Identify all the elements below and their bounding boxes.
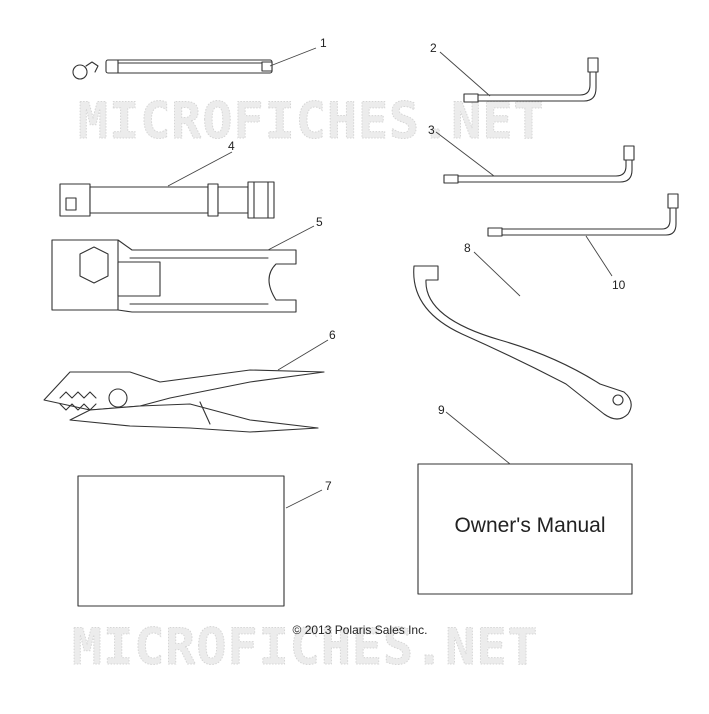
part-10-hex-key xyxy=(487,193,679,237)
part-7-booklet xyxy=(77,475,285,607)
callout-2: 2 xyxy=(430,41,437,55)
callout-5: 5 xyxy=(316,215,323,229)
callout-8: 8 xyxy=(464,241,471,255)
part-6-pliers xyxy=(43,369,325,433)
callout-7: 7 xyxy=(325,479,332,493)
part-9-owners-manual xyxy=(417,463,633,595)
callout-1: 1 xyxy=(320,36,327,50)
part-2-hex-key xyxy=(463,57,599,103)
copyright-text: © 2013 Polaris Sales Inc. xyxy=(293,623,428,637)
part-3-hex-key xyxy=(443,145,635,184)
callout-6: 6 xyxy=(329,328,336,342)
part-4-socket-wrench xyxy=(59,181,275,219)
part-1-screwdriver xyxy=(72,59,273,80)
callout-9: 9 xyxy=(438,403,445,417)
part-5-wrench xyxy=(51,239,297,313)
callout-3: 3 xyxy=(428,123,435,137)
watermark-bottom: MICROFICHES.NET xyxy=(72,618,539,676)
manual-label: Owner's Manual xyxy=(454,514,605,537)
callout-4: 4 xyxy=(228,139,235,153)
part-8-hook-wrench xyxy=(413,265,632,420)
callout-10: 10 xyxy=(612,278,626,292)
